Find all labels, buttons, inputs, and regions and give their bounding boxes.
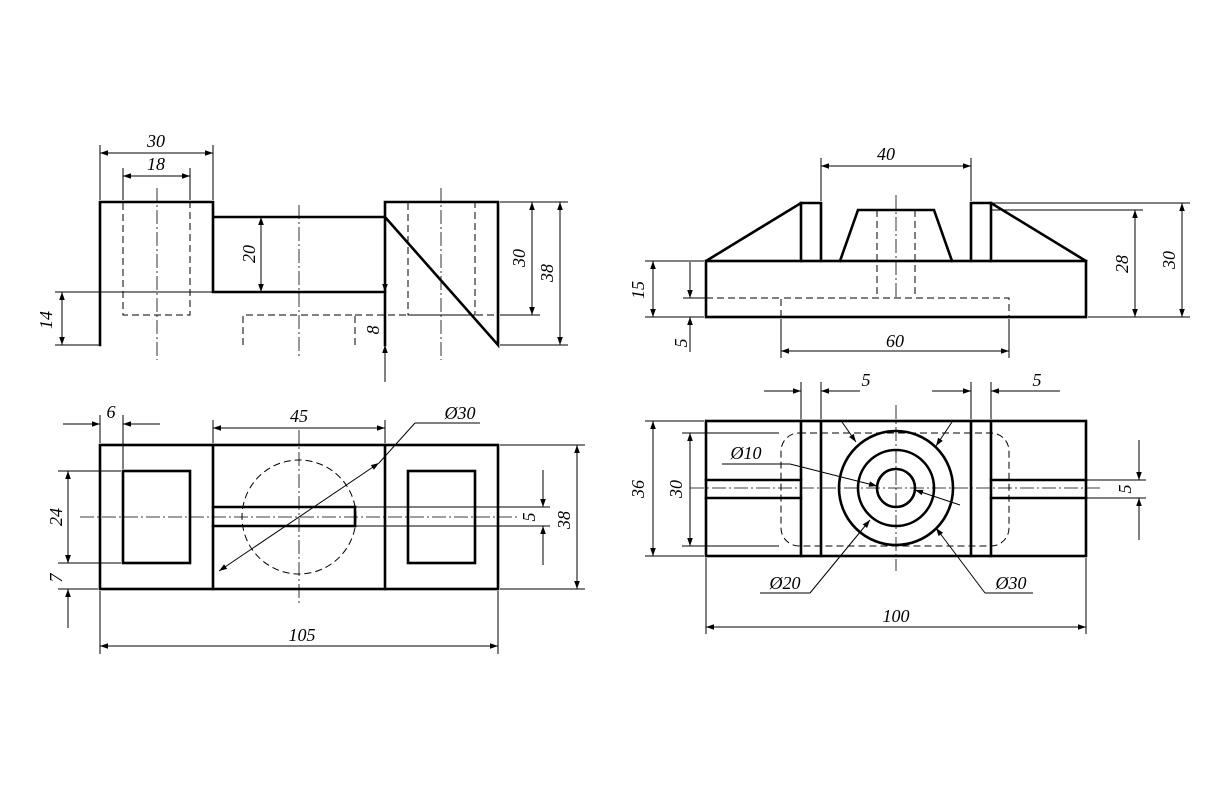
dim-front-14: 14 [36,311,56,329]
top-pocket-right [406,469,477,565]
dim-side-30: 30 [1159,251,1179,270]
front-view: 30 18 20 14 8 30 38 [36,131,568,382]
side-hidden-bore [876,210,916,298]
dim-plan-dia30: Ø30 [995,573,1027,593]
side-view: 40 15 5 60 28 30 [628,144,1190,358]
dim-top-45: 45 [290,406,308,426]
front-hidden-slot [242,314,356,345]
dim-plan-5-side: 5 [1115,485,1135,494]
dim-side-15: 15 [628,281,648,299]
plan-view: 5 5 Ø10 Ø20 Ø30 36 30 [628,370,1146,634]
side-rib-left [704,201,823,263]
dim-top-24: 24 [46,508,66,526]
side-rib-right [969,201,1088,263]
front-hidden-pocket-right [407,201,476,316]
dim-side-40: 40 [877,144,895,164]
dim-front-8: 8 [363,326,383,335]
dim-front-30: 30 [146,131,165,151]
dim-plan-36: 36 [628,480,648,499]
top-view: 6 45 Ø30 24 7 5 38 105 [46,402,585,654]
dim-top-dia30: Ø30 [444,403,476,423]
side-hidden-slot [780,297,1010,317]
dim-top-105: 105 [289,625,316,645]
dim-front-30-height: 30 [509,249,529,268]
dim-side-28: 28 [1112,255,1132,273]
dim-top-5: 5 [519,513,539,522]
dim-top-6: 6 [107,402,116,422]
dim-front-38: 38 [537,264,557,283]
side-boss [838,208,954,263]
dim-front-18: 18 [147,154,165,174]
dim-plan-100: 100 [883,606,910,626]
front-hidden-pocket-left [122,201,191,316]
dim-front-20: 20 [239,245,259,263]
dim-plan-dia20: Ø20 [769,573,801,593]
dim-side-5: 5 [671,339,691,348]
dim-plan-dia10: Ø10 [730,443,762,463]
dim-side-60: 60 [886,331,904,351]
dim-plan-5-left: 5 [862,370,871,390]
dim-top-7: 7 [46,573,66,583]
dim-plan-30: 30 [666,480,686,499]
dim-plan-5-right: 5 [1033,370,1042,390]
dim-top-38: 38 [554,511,574,530]
